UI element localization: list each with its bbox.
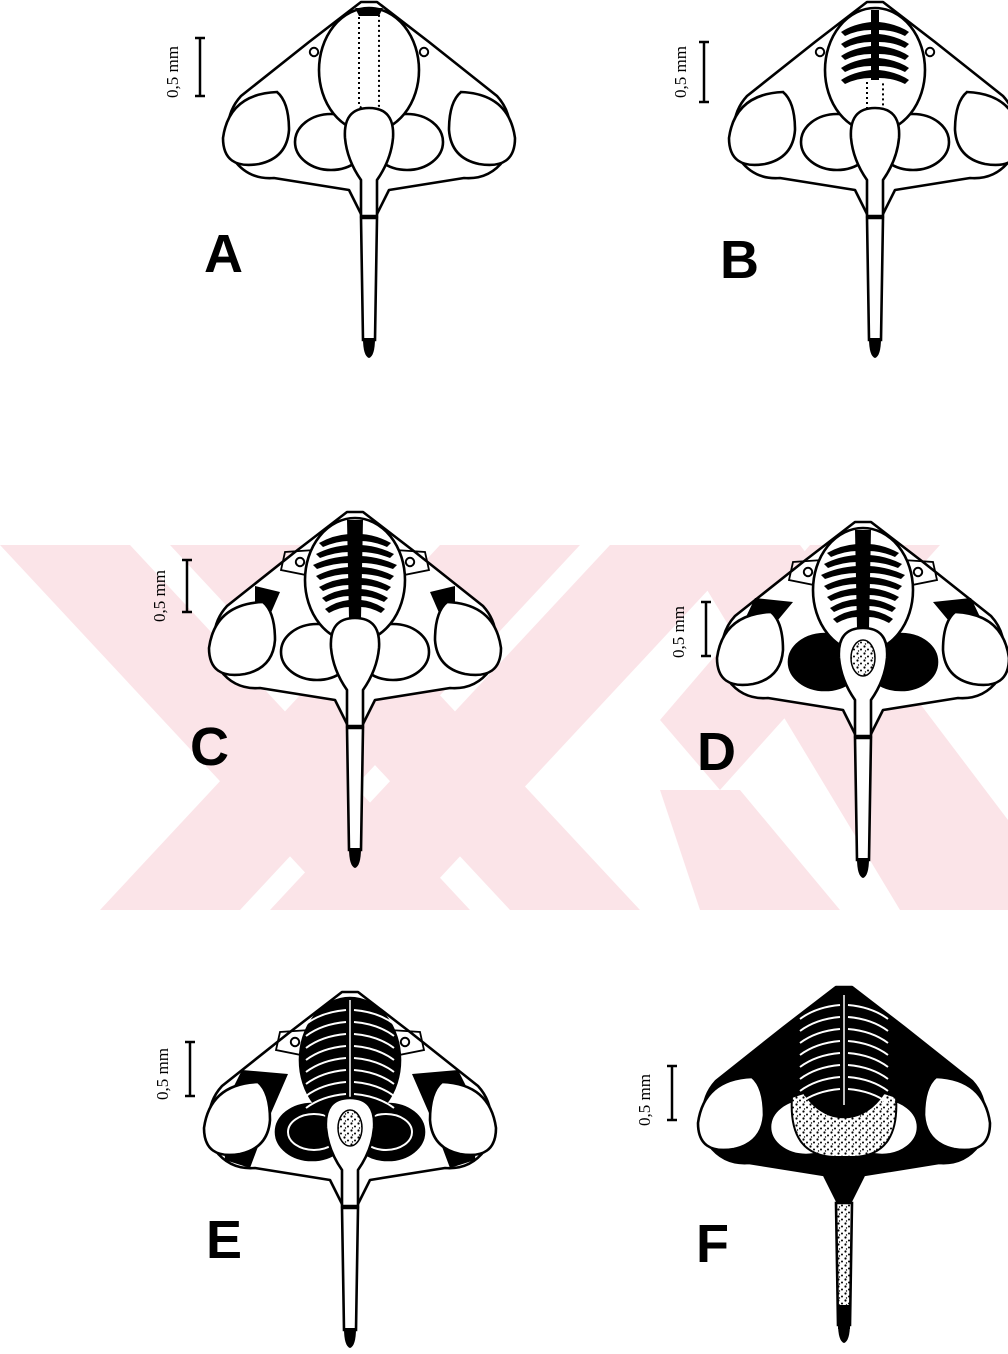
tail-tip — [857, 858, 869, 878]
stippled-gut — [338, 1110, 362, 1146]
scale-bar-label: 0,5 mm — [671, 46, 690, 98]
eye-spot — [420, 48, 428, 56]
scale-bar-label: 0,5 mm — [163, 46, 182, 98]
scale-bar — [667, 1066, 677, 1120]
head-bulb — [851, 108, 899, 216]
larva-drawing — [223, 2, 515, 358]
panel-letter: F — [696, 1214, 729, 1274]
eye-spot — [401, 1038, 409, 1046]
pectoral-lobe — [717, 612, 783, 685]
larva-drawing — [729, 2, 1008, 358]
dorsal-midline-stripe — [855, 530, 871, 628]
larva-drawing — [204, 992, 496, 1348]
panel-letter: A — [204, 224, 243, 284]
stippled-gut — [851, 640, 875, 676]
larva-drawing — [698, 987, 990, 1343]
scale-bar — [185, 1042, 195, 1096]
panel-b: 0,5 mm B — [671, 2, 1008, 358]
pectoral-lobe — [924, 1077, 990, 1150]
tail-tip — [344, 1328, 356, 1348]
panel-letter: C — [190, 717, 229, 777]
panel-e: 0,5 mm E — [153, 992, 496, 1348]
eye-spot — [406, 558, 414, 566]
tail — [867, 218, 883, 340]
panel-letter: E — [206, 1210, 242, 1270]
dorsal-midline-stripe — [347, 520, 363, 618]
panel-letter: D — [697, 722, 736, 782]
scale-bar-label: 0,5 mm — [153, 1048, 172, 1100]
scale-bar — [699, 42, 709, 102]
tail-tip — [363, 338, 375, 358]
pectoral-lobe — [729, 92, 795, 165]
tail — [342, 1208, 358, 1330]
eye-spot — [291, 1038, 299, 1046]
scale-bar-label: 0,5 mm — [150, 570, 169, 622]
scale-bar — [195, 38, 205, 96]
pectoral-lobe — [430, 1082, 496, 1155]
panel-letter: B — [720, 230, 759, 290]
eye-spot — [926, 48, 934, 56]
panel-a: 0,5 mm A — [163, 2, 515, 358]
scale-bar-label: 0,5 mm — [669, 606, 688, 658]
pectoral-lobe — [223, 92, 289, 165]
panel-f: 0,5 mm F — [635, 987, 990, 1343]
pectoral-lobe — [698, 1077, 764, 1150]
eye-spot — [816, 48, 824, 56]
pectoral-lobe — [209, 602, 275, 675]
scale-bar — [701, 602, 711, 656]
head-bulb — [345, 108, 393, 216]
eye-spot — [296, 558, 304, 566]
eye-spot — [914, 568, 922, 576]
tail — [361, 218, 377, 340]
tail-tip — [869, 338, 881, 358]
tail — [347, 728, 363, 850]
eye-spot — [310, 48, 318, 56]
tail — [855, 738, 871, 860]
pectoral-lobe — [449, 92, 515, 165]
pectoral-lobe — [943, 612, 1008, 685]
pectoral-lobe — [204, 1082, 270, 1155]
dorsal-midline-stripe — [871, 10, 879, 80]
scale-bar-label: 0,5 mm — [635, 1074, 654, 1126]
eye-spot — [804, 568, 812, 576]
